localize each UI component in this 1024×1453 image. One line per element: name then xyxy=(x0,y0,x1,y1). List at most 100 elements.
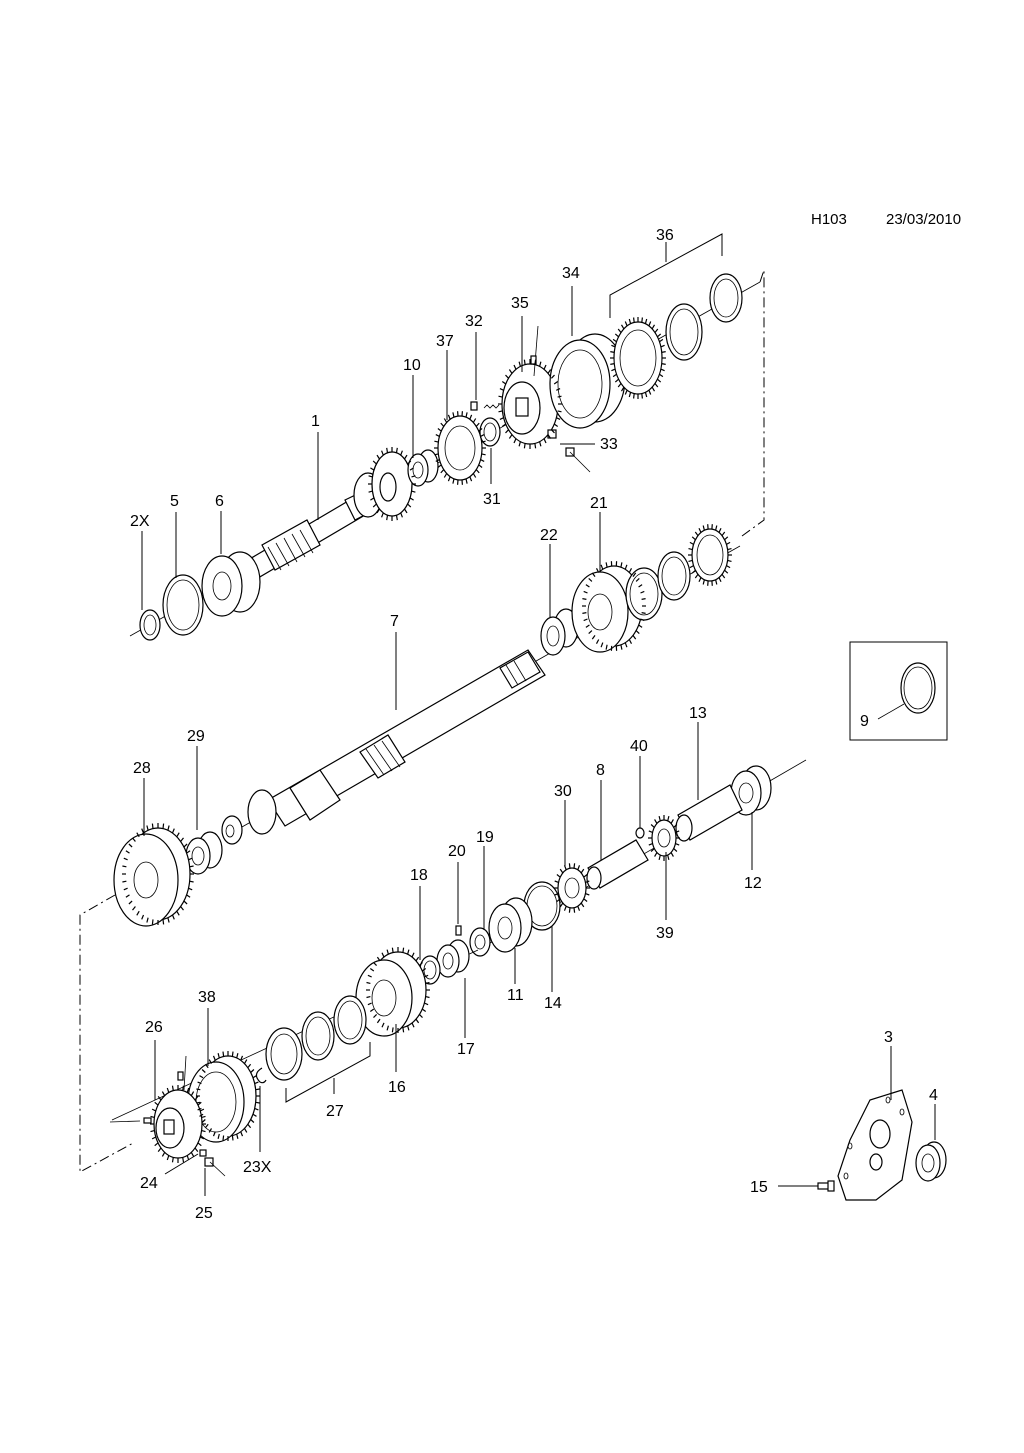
gear-tooth xyxy=(578,865,580,870)
gear-tooth xyxy=(191,1152,193,1156)
gear-tooth xyxy=(476,423,479,426)
gear-tooth xyxy=(370,468,374,470)
gear-tooth xyxy=(506,430,509,433)
gear-tooth xyxy=(621,562,622,567)
gear-tooth xyxy=(444,474,446,478)
callout-25: 25 xyxy=(195,1205,213,1222)
gear-tooth xyxy=(716,526,717,531)
gear-tooth xyxy=(387,950,388,955)
part-8-tube xyxy=(587,840,648,889)
gear-tooth xyxy=(629,640,631,644)
gear-tooth xyxy=(625,390,627,394)
gear-tooth xyxy=(438,429,441,432)
gear-tooth xyxy=(397,515,398,520)
gear-tooth xyxy=(719,528,721,532)
part-15-bolt xyxy=(818,1181,834,1191)
part-7-main-shaft xyxy=(222,650,545,844)
gear-tooth xyxy=(426,997,430,998)
gear-tooth xyxy=(519,362,520,367)
part-21-ring-b xyxy=(658,552,690,600)
gear-tooth xyxy=(177,911,179,915)
gear-tooth xyxy=(703,526,704,531)
gear-tooth xyxy=(255,1108,259,1110)
callout-34: 34 xyxy=(562,265,580,282)
gear-tooth xyxy=(382,953,384,957)
gear-tooth xyxy=(659,374,663,376)
gear-tooth xyxy=(629,392,630,397)
part-5-ring xyxy=(163,575,203,635)
gear-tooth xyxy=(152,1109,156,1111)
gear-tooth xyxy=(436,435,440,437)
gear-tooth xyxy=(473,419,475,423)
callout-23X: 23X xyxy=(243,1159,272,1176)
gear-tooth xyxy=(377,455,380,459)
gear-tooth xyxy=(187,895,191,897)
gear-tooth xyxy=(655,384,658,388)
part-30-gear xyxy=(558,868,586,908)
callout-18: 18 xyxy=(410,867,428,884)
gear-tooth xyxy=(621,645,622,650)
gear-tooth xyxy=(158,1148,161,1152)
gear-tooth xyxy=(408,504,411,507)
gear-tooth xyxy=(618,329,621,333)
gear-tooth xyxy=(703,580,704,585)
gear-tooth xyxy=(401,513,403,518)
gear-tooth xyxy=(196,1089,200,1090)
gear-tooth xyxy=(615,334,618,337)
gear-tooth xyxy=(237,1134,238,1139)
gear-tooth xyxy=(416,1019,419,1023)
gear-tooth xyxy=(649,831,653,833)
gear-tooth xyxy=(499,396,503,397)
part-21-ring-a xyxy=(626,568,662,620)
gear-tooth xyxy=(574,908,575,913)
callout-11: 11 xyxy=(507,987,524,1004)
gear-tooth xyxy=(657,379,660,382)
gear-tooth xyxy=(560,903,563,907)
callout-9: 9 xyxy=(860,713,869,730)
gear-tooth xyxy=(382,513,384,518)
gear-tooth xyxy=(152,1137,156,1139)
gear-tooth xyxy=(466,412,467,417)
gear-tooth xyxy=(184,901,187,904)
gear-tooth xyxy=(633,635,636,639)
gear-tooth xyxy=(453,412,454,417)
part-36-synchro-ring-set xyxy=(614,274,742,394)
gear-tooth xyxy=(625,322,627,326)
gear-tooth xyxy=(122,866,126,867)
gear-tooth xyxy=(606,562,607,567)
gear-tooth xyxy=(629,568,631,572)
gear-tooth xyxy=(466,479,467,484)
callout-30: 30 xyxy=(554,783,572,800)
gear-tooth xyxy=(470,477,472,482)
part-28-gear xyxy=(114,828,190,926)
gear-tooth xyxy=(689,560,693,561)
callout-4: 4 xyxy=(929,1087,938,1104)
part-25-detent xyxy=(205,1158,213,1166)
callout-22: 22 xyxy=(540,527,558,544)
callout-16: 16 xyxy=(388,1079,406,1096)
callout-21: 21 xyxy=(590,495,608,512)
part-6-bearing xyxy=(202,552,260,616)
gear-tooth xyxy=(223,1052,224,1057)
gear-tooth xyxy=(610,352,614,353)
gear-tooth xyxy=(251,1070,254,1073)
gear-tooth xyxy=(167,1155,169,1160)
gear-tooth xyxy=(387,448,388,453)
gear-tooth xyxy=(728,549,732,550)
gear-tooth xyxy=(499,411,503,412)
gear-tooth xyxy=(168,918,169,923)
gear-tooth xyxy=(661,369,665,371)
gear-tooth xyxy=(690,542,694,544)
gear-tooth xyxy=(728,560,732,561)
gear-tooth xyxy=(657,334,660,337)
gear-tooth xyxy=(524,443,525,448)
gear-tooth xyxy=(557,875,560,878)
gear-tooth xyxy=(642,318,643,323)
gear-tooth xyxy=(548,370,551,374)
gear-tooth xyxy=(173,915,175,919)
gear-tooth xyxy=(152,919,153,924)
part-17-needle-bearing xyxy=(437,940,469,977)
gear-tooth xyxy=(500,418,504,420)
gear-tooth xyxy=(255,1082,259,1084)
